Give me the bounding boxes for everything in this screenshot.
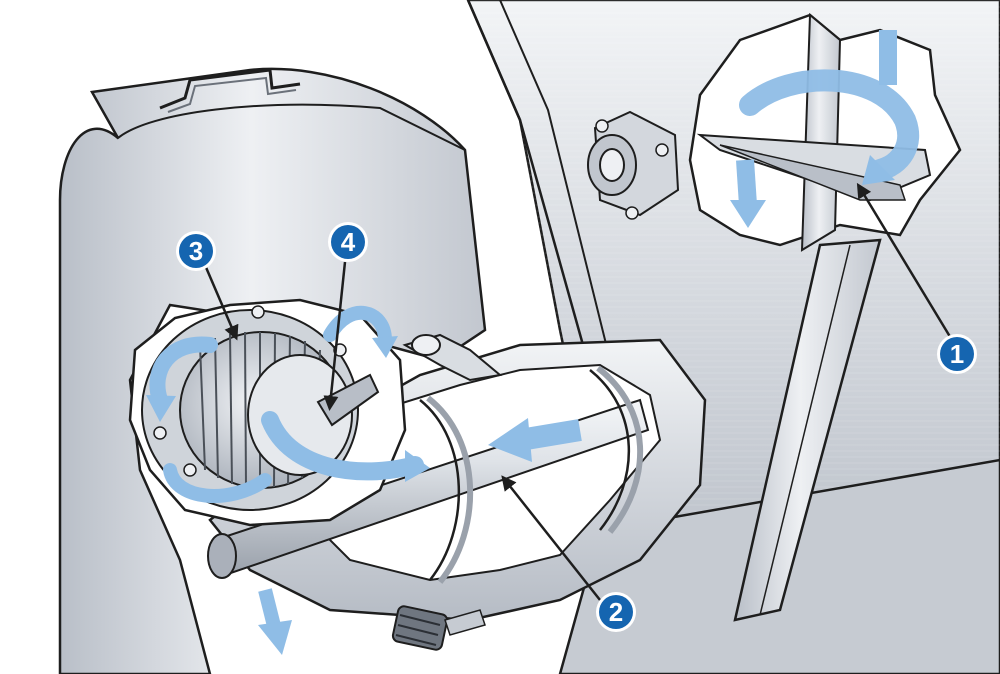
swirl-arrow-bottom xyxy=(163,463,272,503)
adjustment-knob xyxy=(391,605,486,651)
leader-line-3 xyxy=(203,264,239,341)
auger-flight-2 xyxy=(589,369,631,531)
leader-line-1 xyxy=(856,182,954,341)
leader-lines xyxy=(203,182,954,601)
left-housing xyxy=(58,67,487,674)
callout-2-label: 2 xyxy=(609,597,623,627)
auger-flight-1 xyxy=(419,399,461,581)
rotor-blade xyxy=(316,373,380,427)
cutaway-window-shaft xyxy=(688,12,962,252)
frame-post xyxy=(733,238,882,622)
swirl-arrow-top-right xyxy=(323,305,392,347)
cabinet-vertical-edge xyxy=(466,0,592,371)
lid-handle xyxy=(159,68,301,110)
swirl-arrow-left xyxy=(149,336,218,408)
callout-3: 3 xyxy=(176,231,216,271)
callout-3-label: 3 xyxy=(189,236,203,266)
leader-line-2 xyxy=(501,475,601,601)
callout-2: 2 xyxy=(596,592,636,632)
callout-badges: 1 2 3 4 xyxy=(176,222,977,632)
callout-1-label: 1 xyxy=(950,339,964,369)
rotation-arrow-top xyxy=(739,69,920,181)
callout-4-label: 4 xyxy=(341,227,356,257)
leader-line-4 xyxy=(323,261,347,411)
swirl-arrow-inner xyxy=(261,411,424,481)
callout-4: 4 xyxy=(328,222,368,262)
bearing-flange xyxy=(587,110,680,220)
flow-arrow-trough xyxy=(518,419,582,451)
callout-1: 1 xyxy=(937,334,977,374)
flow-arrow-down-left xyxy=(736,159,757,206)
